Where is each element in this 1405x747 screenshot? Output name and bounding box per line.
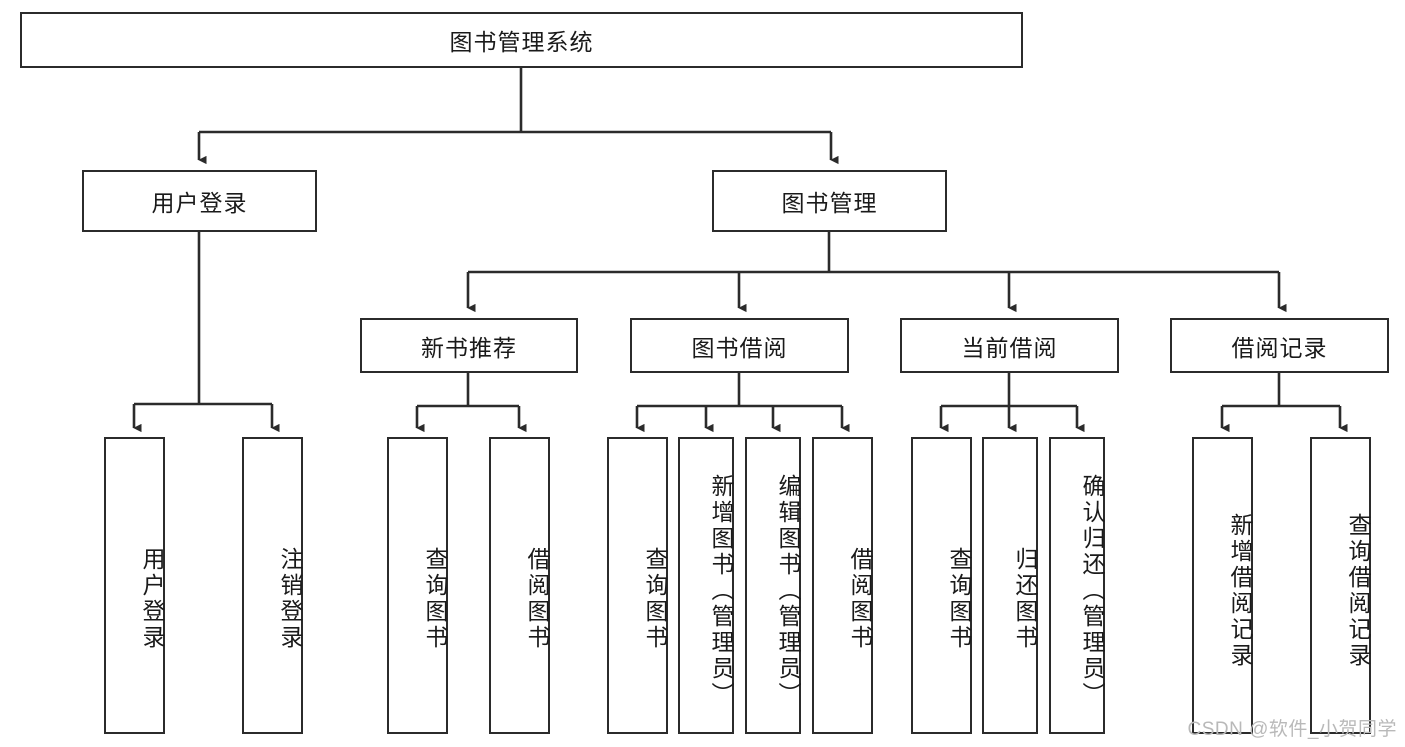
node-label: 查询图书 xyxy=(642,546,668,651)
node-label: 查询图书 xyxy=(422,546,448,651)
leaf-borrow-book-recommend[interactable]: 借阅图书 xyxy=(489,437,550,734)
node-label: 确认归还（管理员） xyxy=(1079,473,1105,708)
node-current-borrow[interactable]: 当前借阅 xyxy=(900,318,1119,373)
node-label: 图书借阅 xyxy=(691,334,788,361)
leaf-confirm-return-admin[interactable]: 确认归还（管理员） xyxy=(1049,437,1105,734)
leaf-query-book-borrow[interactable]: 查询图书 xyxy=(607,437,668,734)
node-label: 用户登录 xyxy=(151,190,248,216)
leaf-edit-book-admin[interactable]: 编辑图书（管理员） xyxy=(745,437,801,734)
node-new-book-recommend[interactable]: 新书推荐 xyxy=(360,318,578,373)
node-root-book-management-system[interactable]: 图书管理系统 xyxy=(20,12,1023,68)
node-label: 注销登录 xyxy=(277,546,303,651)
node-label: 新书推荐 xyxy=(421,334,517,361)
watermark-text: CSDN @软件_小贺同学 xyxy=(1187,719,1397,740)
node-label: 用户登录 xyxy=(139,546,165,651)
node-label: 图书管理 xyxy=(781,190,878,216)
node-book-management[interactable]: 图书管理 xyxy=(712,170,947,232)
node-label: 借阅图书 xyxy=(524,546,550,651)
node-label: 查询借阅记录 xyxy=(1345,512,1371,669)
node-label: 当前借阅 xyxy=(961,334,1058,361)
leaf-return-book[interactable]: 归还图书 xyxy=(982,437,1038,734)
node-label: 归还图书 xyxy=(1012,546,1038,651)
leaf-query-borrow-record[interactable]: 查询借阅记录 xyxy=(1310,437,1371,734)
node-book-borrow[interactable]: 图书借阅 xyxy=(630,318,849,373)
leaf-add-book-admin[interactable]: 新增图书（管理员） xyxy=(678,437,734,734)
leaf-logout[interactable]: 注销登录 xyxy=(242,437,303,734)
node-label: 编辑图书（管理员） xyxy=(775,473,801,708)
node-label: 借阅图书 xyxy=(847,546,873,651)
leaf-add-borrow-record[interactable]: 新增借阅记录 xyxy=(1192,437,1253,734)
node-label: 借阅记录 xyxy=(1231,334,1328,361)
leaf-borrow-book[interactable]: 借阅图书 xyxy=(812,437,873,734)
node-user-login[interactable]: 用户登录 xyxy=(82,170,317,232)
leaf-user-login[interactable]: 用户登录 xyxy=(104,437,165,734)
node-label: 新增借阅记录 xyxy=(1227,512,1253,669)
node-borrow-record[interactable]: 借阅记录 xyxy=(1170,318,1389,373)
node-label: 查询图书 xyxy=(946,546,972,651)
node-label: 新增图书（管理员） xyxy=(708,473,734,708)
leaf-query-book-current[interactable]: 查询图书 xyxy=(911,437,972,734)
leaf-query-book-recommend[interactable]: 查询图书 xyxy=(387,437,448,734)
node-label: 图书管理系统 xyxy=(449,29,594,55)
